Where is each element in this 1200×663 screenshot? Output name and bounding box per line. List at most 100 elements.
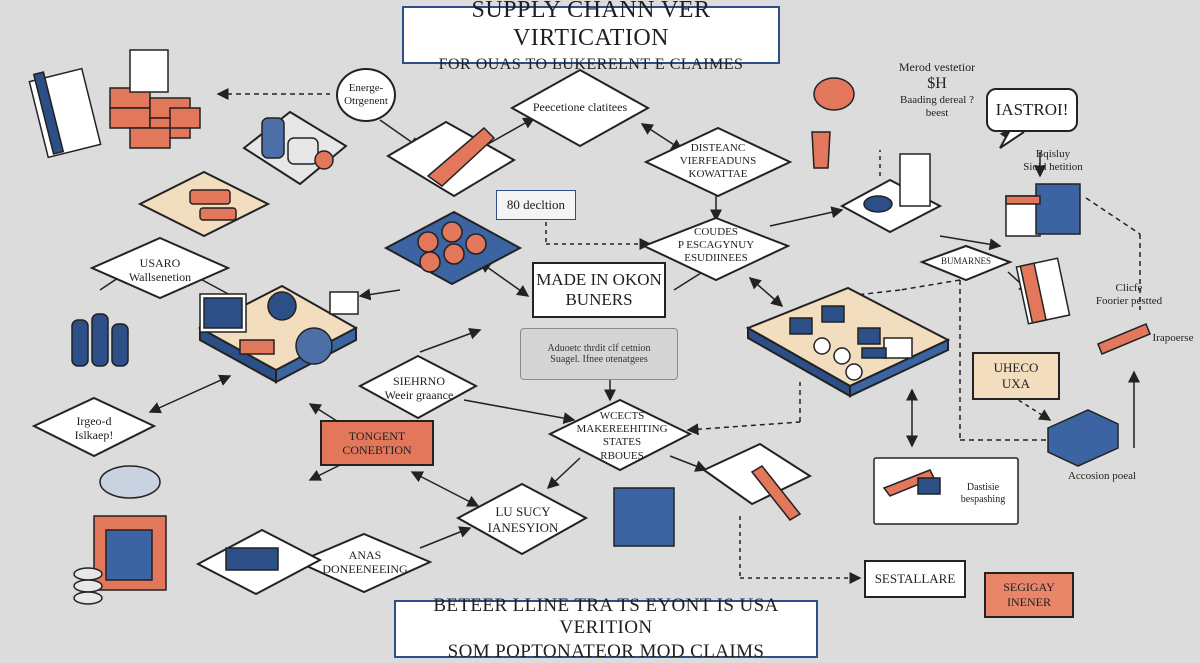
merod-line3: Baading dereal ?	[900, 93, 974, 106]
coudes-line1: COUDES	[693, 226, 738, 238]
footer-box: BETEER LLINE TRA TS EYONT IS USA VERITIO…	[394, 595, 818, 662]
bumarnes-label: BUMARNES	[940, 256, 991, 266]
lusucy-line1: LU SUCY	[495, 504, 551, 519]
tongent-box: TONGENT CONEBTION	[320, 420, 434, 466]
diamond-distanc	[643, 126, 793, 198]
scanner-icon	[225, 547, 279, 571]
rustico-box: UHECO UXA	[972, 352, 1060, 400]
lusucy-line2: IANESYION	[487, 519, 559, 535]
wcects-line3: STATES	[602, 436, 642, 449]
irgeo-line2: Islkaep!	[74, 428, 114, 443]
energy-bubble-line2: Otrgenent	[344, 95, 388, 107]
sjouid-line1: Bqisluy	[1035, 148, 1071, 160]
merod-line4: beest	[925, 106, 949, 119]
connector	[1085, 197, 1141, 235]
diamond-bumarnes	[919, 244, 1013, 282]
wcects-label: WCECTS MAKEREEHITING STATES RBOUES	[570, 410, 674, 463]
segway-line2: INENER	[1007, 595, 1051, 609]
siehrno-line1: SIEHRNO	[392, 374, 445, 388]
tool-icon	[750, 465, 802, 521]
package-icon	[129, 49, 169, 93]
connector	[769, 206, 844, 227]
coudes-label: COUDES P ESCAGYNUY ESUDIINEES	[668, 226, 764, 266]
phones-icon	[189, 189, 237, 221]
diamond-precetione	[509, 68, 651, 148]
usaro-line1: USARO	[139, 256, 181, 270]
laptop-icon	[199, 291, 359, 365]
cup-icon	[811, 131, 831, 169]
dastisie-line2: bespashing	[960, 494, 1006, 505]
irapoerse-label: Irapoerse	[1152, 332, 1194, 344]
made-in-line1: MADE IN OKON	[536, 270, 662, 290]
wcects-line1: WCECTS	[599, 410, 645, 422]
connector	[899, 279, 961, 291]
machine-door-icon	[105, 529, 153, 581]
note-line1: Aduoetc thrdit clf cetnion	[547, 342, 651, 354]
connector	[686, 421, 801, 436]
diamond-irgeo	[31, 396, 157, 458]
connector	[748, 277, 784, 307]
speech-tail	[999, 129, 1025, 149]
connector	[640, 123, 684, 151]
cupcakes-icon	[417, 221, 487, 273]
sjouid-line2: Sioid hetition	[1023, 161, 1083, 174]
tile-board-edge-r	[849, 338, 949, 398]
connector	[358, 288, 401, 301]
document-spine-icon	[1019, 262, 1047, 324]
distanc-line3: KOWATTAE	[688, 168, 748, 181]
siehrno-line2: Weeir graance	[384, 388, 454, 403]
diamond-lusucy	[455, 482, 589, 556]
tool-right-icon	[1097, 323, 1151, 355]
footer-line2: SOM POPTONATEOR MOD CLAIMS	[447, 641, 765, 663]
cube-right-icon	[1047, 409, 1119, 467]
cube-icon	[613, 487, 675, 547]
anas-line1: ANAS	[348, 548, 382, 562]
jar-icon	[863, 195, 893, 213]
balloon-icon	[813, 77, 855, 111]
tongent-line2: CONEBTION	[342, 443, 412, 457]
title-line2: FOR OUAS TO LUKERELNT E CLAIMES	[438, 56, 744, 74]
note-box: Aduoetc thrdit clf cetnion Suagel. Ifnee…	[520, 328, 678, 380]
connector	[939, 235, 1002, 251]
cliefe-label: Clicfe Foorier pestted	[1090, 282, 1168, 308]
made-in-line2: BUNERS	[565, 290, 633, 309]
book-spine-icon	[32, 71, 65, 155]
diamond-coudes	[641, 216, 791, 282]
connector	[463, 399, 576, 425]
diamond-wcects	[547, 398, 693, 472]
anas-label: ANAS DONEENEEING	[318, 548, 412, 577]
usaro-line2: Wallsenetion	[128, 270, 192, 285]
connector	[478, 261, 530, 297]
cliefe-line1: Clicfe	[1115, 282, 1143, 294]
wcects-line2: MAKEREEHITING	[576, 423, 668, 436]
footer-line1: BETEER LLINE TRA TS EYONT IS USA VERITIO…	[433, 594, 779, 638]
coudes-line3: ESUDIINEES	[684, 252, 748, 265]
connector	[546, 457, 581, 490]
sack-icon	[99, 465, 161, 499]
rustico-line2: UXA	[1001, 376, 1031, 391]
siehrno-label: SIEHRNO Weeir graance	[374, 374, 464, 403]
diamond-usaro	[89, 236, 231, 300]
merod-line2: $H	[927, 75, 947, 93]
diamond-shapes	[31, 68, 1013, 594]
lusucy-label: LU SUCY IANESYION	[476, 504, 570, 535]
badge-box: 80 decltion	[496, 190, 576, 220]
title-box: SUPPLY CHANN VER VIRTICATION FOR OUAS TO…	[402, 0, 780, 73]
wcects-line4: RBOUES	[600, 449, 644, 462]
iastroi-bubble: IASTROI!	[986, 88, 1078, 132]
wrench-icon	[426, 126, 496, 187]
boxes-stack-icon	[109, 87, 201, 149]
dastisie-label: Dastisie bespashing	[950, 482, 1016, 506]
buildings-icon	[1005, 183, 1081, 237]
anas-line2: DONEENEEING	[322, 562, 408, 577]
irgeo-line1: Irgeo-d	[76, 414, 112, 428]
remote-icon	[917, 477, 941, 495]
merod-line1: Merod vestetior	[898, 60, 976, 74]
tongent-line1: TONGENT	[348, 428, 406, 443]
distanc-line1: DISTEANC	[690, 142, 746, 154]
note-line2: Suagel. Ifnee otenatgees	[550, 354, 648, 365]
tablet-icon	[899, 153, 931, 207]
sestallare-box: SESTALLARE	[864, 560, 966, 598]
